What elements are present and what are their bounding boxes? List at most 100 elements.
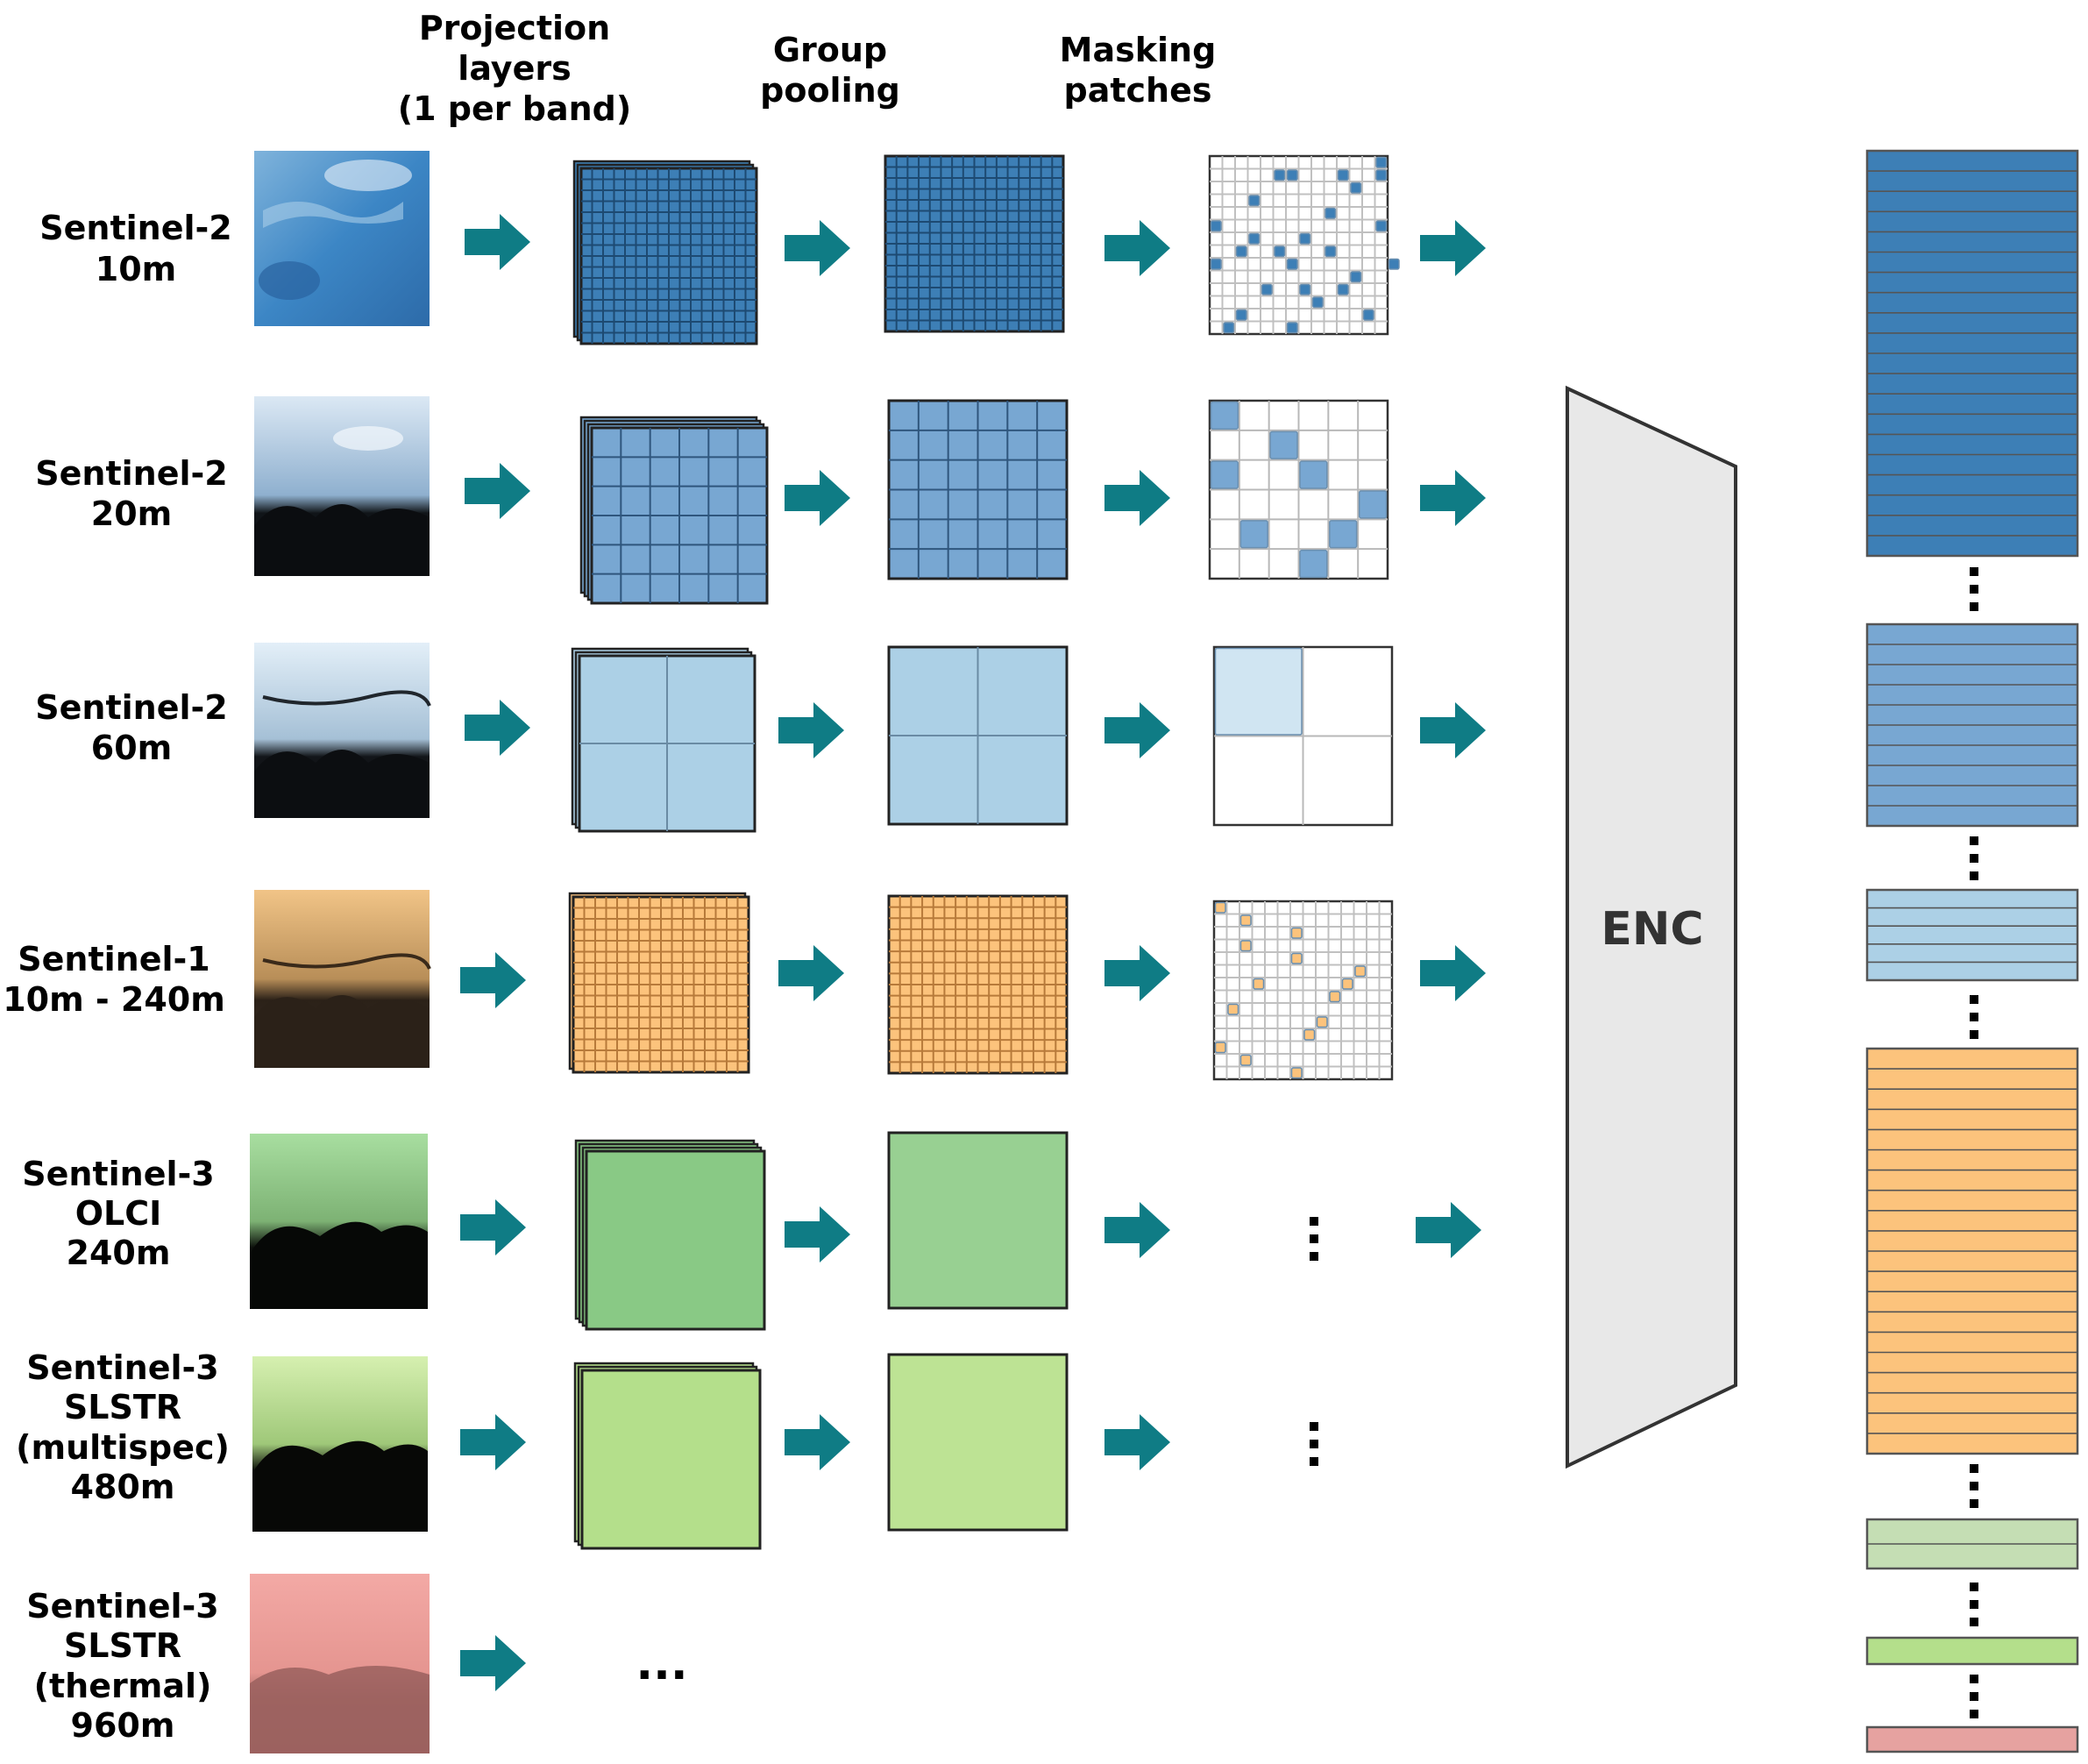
- pooled-square-s2-60m: [887, 645, 1069, 826]
- encoder-block: [1566, 385, 1737, 1469]
- visible-patch: [1286, 169, 1298, 181]
- visible-patch: [1210, 401, 1239, 430]
- visible-patch: [1329, 991, 1341, 1003]
- row-label-s3-slstr-ms: Sentinel-3 SLSTR (multispec) 480m: [16, 1348, 230, 1506]
- row-label-line: Sentinel-3: [26, 1587, 218, 1625]
- flow-arrow: [1104, 702, 1170, 758]
- flow-arrow: [1416, 1202, 1481, 1258]
- pooled-square-s2-20m: [887, 399, 1069, 580]
- token-bar: [1865, 1725, 2079, 1753]
- visible-patch: [1239, 520, 1268, 549]
- visible-patch: [1210, 220, 1222, 232]
- dot: [1970, 995, 1978, 1004]
- dot: [1970, 836, 1978, 845]
- flow-arrow: [1104, 1414, 1170, 1470]
- projection-stack-s3-olci: [574, 1139, 766, 1331]
- header-projection-line1: Projection: [419, 9, 610, 47]
- visible-patch: [1290, 1067, 1303, 1079]
- visible-patch: [1248, 232, 1261, 245]
- flow-arrow: [465, 700, 530, 756]
- visible-patch: [1214, 901, 1226, 914]
- masked-patches-s2-20m: [1208, 399, 1389, 580]
- visible-patch: [1303, 1028, 1316, 1041]
- row-label-line: 960m: [71, 1706, 175, 1745]
- dot: [1970, 871, 1978, 880]
- visible-patch: [1210, 258, 1222, 270]
- visible-patch: [1227, 1003, 1239, 1015]
- visible-patch: [1358, 490, 1388, 519]
- dot: [1970, 1618, 1978, 1626]
- visible-patch: [1329, 520, 1358, 549]
- dot: [1970, 1482, 1978, 1490]
- flow-arrow: [460, 1414, 526, 1470]
- row-label-line: Sentinel-2: [35, 454, 227, 493]
- pooled-square-s3-slstr-ms: [887, 1353, 1069, 1532]
- satellite-thumbnail-s3-slstr-th: [250, 1574, 430, 1753]
- visible-patch: [1235, 245, 1247, 258]
- pooled-square: [887, 1131, 1069, 1310]
- flow-arrow: [1420, 220, 1486, 276]
- satellite-thumbnail-s2-60m: [254, 643, 431, 818]
- row-label-line: (multispec): [16, 1428, 230, 1467]
- flow-arrow: [785, 220, 850, 276]
- flow-arrow: [778, 945, 844, 1001]
- flow-arrow: [460, 1199, 526, 1255]
- visible-patch: [1299, 460, 1328, 489]
- satellite-thumbnail-s2-20m: [254, 396, 430, 576]
- flow-arrow: [460, 952, 526, 1008]
- pooled-square-s2-10m: [884, 154, 1065, 333]
- masked-patches-s1: [1212, 900, 1394, 1081]
- visible-patch: [1223, 322, 1235, 334]
- visible-patch: [1274, 245, 1286, 258]
- pooled-square-s1: [887, 894, 1069, 1075]
- header-projection-line3: (1 per band): [398, 89, 631, 128]
- sequence-ellipsis: [1970, 995, 1978, 1039]
- satellite-thumbnail-s3-slstr-ms: [252, 1356, 428, 1532]
- visible-patch: [1290, 952, 1303, 964]
- token-bar-s2-60m: [1865, 888, 2079, 982]
- row-label-s2-10m: Sentinel-2 10m: [39, 209, 231, 288]
- sequence-ellipsis: [1970, 1583, 1978, 1626]
- row-label-line: Sentinel-3: [22, 1155, 214, 1193]
- pooled-square: [887, 1353, 1069, 1532]
- row-label-s2-60m: Sentinel-2 60m: [35, 688, 227, 767]
- dot: [1970, 1499, 1978, 1508]
- row-label-s2-20m: Sentinel-2 20m: [35, 454, 227, 533]
- visible-patch: [1316, 1016, 1328, 1028]
- visible-patch: [1286, 322, 1298, 334]
- visible-patch: [1350, 181, 1362, 194]
- projection-ellipsis-thermal: ...: [636, 1638, 687, 1690]
- header-pooling-line1: Group: [773, 31, 887, 69]
- row-label-line: 10m - 240m: [3, 980, 225, 1019]
- dot: [1970, 1710, 1978, 1718]
- header-masking-line1: Masking: [1060, 31, 1217, 69]
- visible-patch: [1239, 1054, 1252, 1066]
- sequence-ellipsis: [1970, 1464, 1978, 1508]
- visible-patch: [1235, 309, 1247, 321]
- masked-patches-s2-60m: [1212, 645, 1394, 827]
- visible-patch: [1210, 460, 1239, 489]
- visible-patch: [1375, 156, 1388, 168]
- sequence-ellipsis: [1970, 567, 1978, 611]
- visible-patch: [1341, 978, 1353, 990]
- visible-patch: [1214, 647, 1303, 736]
- token-bar-s3-slstr-th: [1865, 1725, 2079, 1753]
- dot: [1970, 1464, 1978, 1473]
- satellite-thumbnail-s2-10m: [254, 151, 430, 326]
- token-bar-s3-slstr-ms: [1865, 1636, 2079, 1666]
- sequence-ellipsis: [1970, 1675, 1978, 1718]
- flow-arrow: [1420, 470, 1486, 526]
- generated-figure-elements: [460, 149, 2079, 1753]
- flow-arrow: [785, 470, 850, 526]
- row-label-line: Sentinel-2: [35, 688, 227, 727]
- flow-arrow: [1104, 945, 1170, 1001]
- dot: [1970, 1583, 1978, 1591]
- row-label-line: 60m: [91, 729, 172, 767]
- dot: [1970, 1013, 1978, 1021]
- dot: [1970, 585, 1978, 594]
- flow-arrow: [1104, 220, 1170, 276]
- row-label-line: Sentinel-3: [26, 1348, 218, 1387]
- token-bar: [1865, 1636, 2079, 1666]
- dot: [1970, 1030, 1978, 1039]
- projection-stack-s2-20m: [579, 416, 769, 605]
